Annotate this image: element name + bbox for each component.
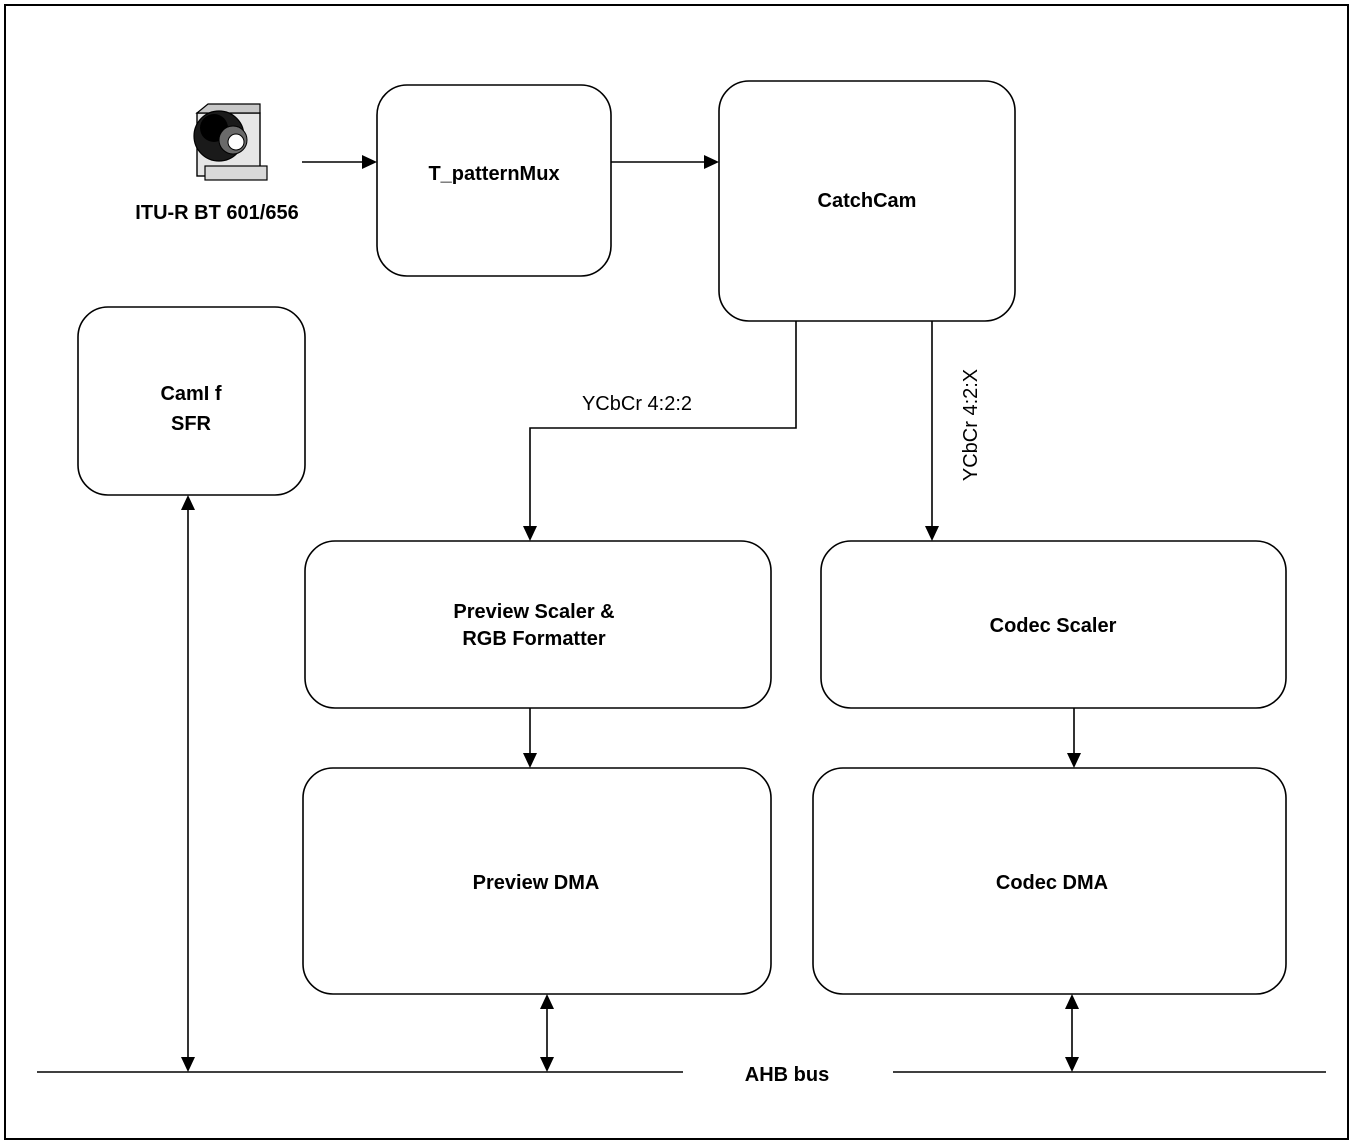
preview-path-signal-label: YCbCr 4:2:2	[582, 393, 692, 415]
preview-dma-block: Preview DMA	[302, 767, 772, 995]
preview-scaler-block: Preview Scaler & RGB Formatter	[304, 540, 772, 709]
cam-if-sfr-block: CamI f SFR	[77, 306, 306, 496]
codec-dma-label: Codec DMA	[996, 872, 1108, 894]
codec-path-signal-label: YCbCr 4:2:X	[960, 369, 982, 481]
camera-connector-icon	[193, 103, 268, 181]
codec-scaler-label: Codec Scaler	[990, 615, 1117, 637]
source-to-mux-arrow	[302, 155, 377, 169]
source-label: ITU-R BT 601/656	[135, 202, 298, 224]
cam-if-sfr-label-line2: SFR	[171, 413, 212, 435]
preview-dma-label: Preview DMA	[473, 872, 600, 894]
preview-scaler-to-dma-arrow	[523, 708, 537, 768]
codec-dma-block: Codec DMA	[812, 767, 1287, 995]
catch-cam-label: CatchCam	[818, 190, 917, 212]
codec-dma-bus-link	[1065, 994, 1079, 1072]
preview-scaler-label-line1: Preview Scaler &	[453, 601, 614, 623]
preview-dma-bus-link	[540, 994, 554, 1072]
preview-scaler-label-line2: RGB Formatter	[462, 628, 606, 650]
catch-cam-block: CatchCam	[718, 80, 1016, 322]
catchcam-to-codec-scaler-arrow	[925, 321, 939, 541]
t-pattern-mux-label: T_patternMux	[428, 163, 559, 185]
cam-if-sfr-label-line1: CamI f	[160, 383, 221, 405]
mux-to-catchcam-arrow	[611, 155, 719, 169]
cam-if-sfr-bus-link	[181, 495, 195, 1072]
ahb-bus-label: AHB bus	[745, 1064, 829, 1086]
catchcam-to-preview-scaler-arrow	[523, 321, 797, 541]
codec-scaler-block: Codec Scaler	[820, 540, 1287, 709]
t-pattern-mux-block: T_patternMux	[376, 84, 612, 277]
codec-scaler-to-dma-arrow	[1067, 708, 1081, 768]
